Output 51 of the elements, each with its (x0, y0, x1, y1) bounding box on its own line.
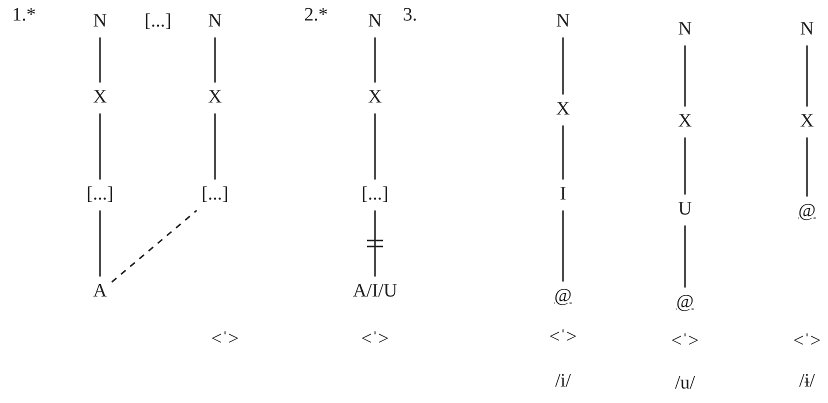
association-line (374, 113, 376, 180)
node-label: U (678, 200, 692, 220)
association-line (684, 137, 686, 195)
association-line (374, 210, 376, 277)
dashed-association-line (111, 210, 198, 283)
text-label: <ˈ> (671, 332, 699, 352)
node-label: X (368, 88, 382, 108)
node-label: X (800, 112, 814, 132)
node-label: N (208, 12, 222, 32)
node-label: N (556, 12, 570, 32)
association-line (684, 45, 686, 107)
association-line (214, 113, 216, 180)
association-line (374, 37, 376, 83)
association-line (684, 225, 686, 288)
text-label: /u/ (674, 374, 696, 394)
association-line (214, 37, 216, 83)
node-label: N (368, 12, 382, 32)
text-label: 2.* (304, 6, 328, 26)
association-line (99, 210, 101, 277)
node-label: [...] (362, 184, 388, 206)
node-label: X (678, 112, 692, 132)
text-label: /i/ (555, 372, 571, 392)
association-line (562, 125, 564, 180)
node-label: A/I/U (352, 282, 398, 302)
text-label: <ˈ> (549, 328, 577, 348)
node-label: N (800, 20, 814, 40)
node-label: I (560, 184, 566, 206)
association-line (562, 37, 564, 95)
node-label: N (93, 12, 107, 32)
text-label: 1.* (12, 6, 36, 26)
node-label: [...] (86, 184, 114, 206)
node-label: X (93, 88, 107, 108)
text-label: 3. (402, 6, 418, 26)
node-label: X (556, 100, 570, 120)
text-label: /ɨ/ (799, 372, 815, 392)
node-label: @ (554, 286, 572, 308)
text-label: [...] (144, 12, 172, 32)
node-label: @ (798, 202, 816, 222)
node-label: [...] (202, 184, 228, 206)
node-label: X (208, 88, 222, 108)
association-line (99, 113, 101, 180)
node-label: @ (676, 292, 694, 314)
association-line (806, 45, 808, 107)
text-label: <ˈ> (361, 330, 389, 350)
association-line (806, 137, 808, 197)
node-label: N (678, 20, 692, 40)
text-label: <ˈ> (211, 330, 239, 350)
association-line (99, 37, 101, 83)
text-label: <ˈ> (793, 332, 821, 352)
node-label: A (93, 282, 107, 302)
association-line (562, 210, 564, 282)
